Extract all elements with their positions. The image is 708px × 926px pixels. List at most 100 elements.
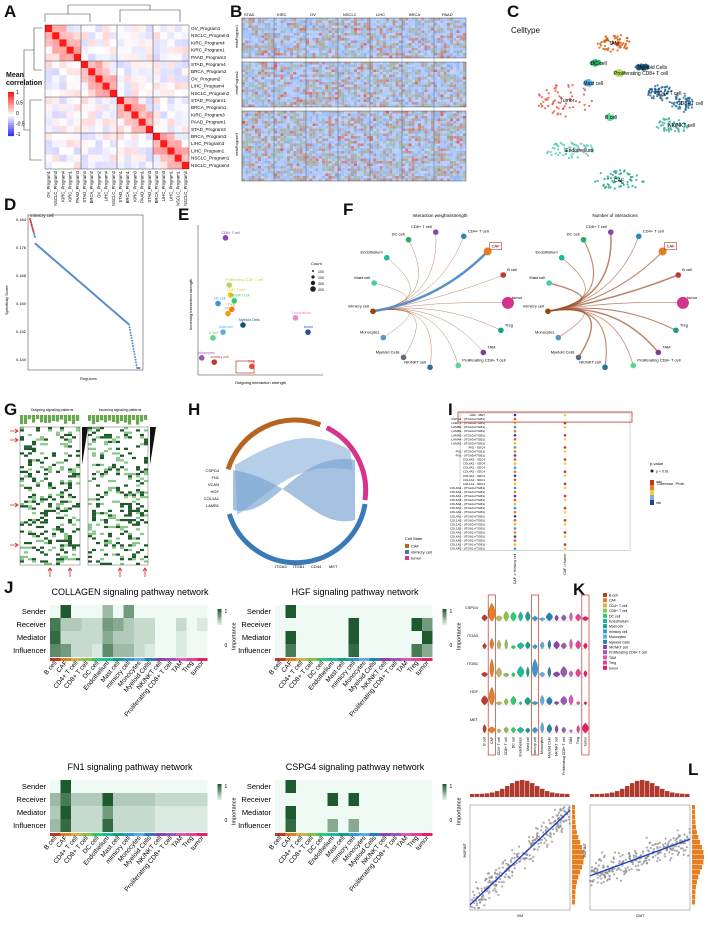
heatmap-b-cell xyxy=(280,128,284,131)
heatmap-b-cell xyxy=(296,35,300,38)
heatmap-b-cell xyxy=(437,111,441,114)
heatmap-b-cell xyxy=(322,156,326,159)
heatmap-b-cell xyxy=(421,50,425,53)
heatmap-b-cell xyxy=(437,25,441,28)
heatmap-b-cell xyxy=(430,82,434,85)
heatmap-a-cell xyxy=(73,89,81,97)
heatmap-b-cell xyxy=(344,168,348,171)
heatmap-b-cell xyxy=(395,89,399,92)
heatmap-b-cell xyxy=(379,97,383,100)
heatmap-b-cell xyxy=(315,143,319,146)
heatmap-b-cell xyxy=(261,20,265,23)
heatmap-b-cell xyxy=(331,151,335,154)
heatmap-b-cell xyxy=(290,84,294,87)
heatmap-a-cell xyxy=(81,53,89,61)
heatmap-b-cell xyxy=(258,173,262,176)
heatmap-b-cell xyxy=(258,53,262,56)
heatmap-b-cell xyxy=(312,92,316,95)
heatmap-b-cell xyxy=(408,72,412,75)
heatmap-b-cell xyxy=(325,116,329,119)
heatmap-b-cell xyxy=(312,43,316,46)
heatmap-b-cell xyxy=(363,30,367,33)
heatmap-b-cell xyxy=(456,148,460,151)
heatmap-b-cell xyxy=(251,94,255,97)
heatmap-b-cell xyxy=(341,77,345,80)
heatmap-b-cell xyxy=(382,79,386,82)
heatmap-b-cell xyxy=(360,55,364,58)
heatmap-b-cell xyxy=(411,141,415,144)
heatmap-b-cell xyxy=(312,148,316,151)
heatmap-b-cell xyxy=(408,40,412,43)
heatmap-a-cell xyxy=(160,25,168,33)
heatmap-b-cell xyxy=(270,43,274,46)
umap-point xyxy=(595,62,599,65)
heatmap-b-cell xyxy=(398,136,402,139)
heatmap-b-cell xyxy=(453,118,457,121)
heatmap-b-cell xyxy=(290,111,294,114)
heatmap-b-cell xyxy=(338,161,342,164)
heatmap-a-cell xyxy=(59,75,67,83)
heatmap-b-cell xyxy=(424,102,428,105)
heatmap-b-cell xyxy=(274,33,278,36)
heatmap-b-cell xyxy=(427,53,431,56)
heatmap-b-cell xyxy=(280,28,284,31)
heatmap-b-cell xyxy=(328,72,332,75)
heatmap-b-cell xyxy=(446,99,450,102)
heatmap-b-cell xyxy=(251,158,255,161)
heatmap-b-cell xyxy=(459,176,463,179)
heatmap-b-cell xyxy=(334,40,338,43)
heatmap-b-cell xyxy=(283,126,287,129)
heatmap-b-cell xyxy=(421,33,425,36)
heatmap-b-cell xyxy=(290,158,294,161)
heatmap-b-cell xyxy=(267,121,271,124)
heatmap-b-cell xyxy=(405,123,409,126)
heatmap-b-cell xyxy=(456,99,460,102)
heatmap-b-cell xyxy=(309,121,313,124)
heatmap-b-cell xyxy=(318,168,322,171)
heatmap-b-cell xyxy=(306,64,310,67)
heatmap-b-cell xyxy=(296,84,300,87)
heatmap-b-cell xyxy=(328,97,332,100)
heatmap-b-cell xyxy=(245,40,249,43)
heatmap-b-cell xyxy=(437,146,441,149)
heatmap-b-cell xyxy=(360,123,364,126)
heatmap-b-cell xyxy=(309,77,313,80)
heatmap-b-cell xyxy=(318,163,322,166)
heatmap-b-cell xyxy=(341,74,345,77)
heatmap-b-cell xyxy=(424,64,428,67)
heatmap-b-cell xyxy=(360,178,364,181)
heatmap-a-cell xyxy=(138,97,146,105)
heatmap-b-cell xyxy=(309,92,313,95)
heatmap-b-cell xyxy=(421,99,425,102)
heatmap-a-cell xyxy=(145,118,153,126)
heatmap-b-cell xyxy=(347,176,351,179)
heatmap-b-cell xyxy=(341,118,345,121)
heatmap-a-cell xyxy=(95,147,103,155)
heatmap-b-cell xyxy=(360,128,364,131)
heatmap-b-cell xyxy=(408,62,412,65)
heatmap-b-cell xyxy=(334,141,338,144)
heatmap-b-cell xyxy=(376,89,380,92)
heatmap-b-cell xyxy=(286,28,290,31)
heatmap-b-cell xyxy=(309,23,313,26)
heatmap-b-cell xyxy=(434,111,438,114)
heatmap-b-cell xyxy=(408,113,412,116)
heatmap-b-cell xyxy=(242,72,246,75)
heatmap-b-cell xyxy=(286,48,290,51)
heatmap-b-cell xyxy=(382,123,386,126)
heatmap-b-cell xyxy=(437,126,441,129)
heatmap-b-cell xyxy=(456,146,460,149)
heatmap-b-cell xyxy=(360,166,364,169)
heatmap-b-cell xyxy=(459,118,463,121)
heatmap-b-cell xyxy=(280,102,284,105)
heatmap-b-cell xyxy=(443,121,447,124)
heatmap-b-cell xyxy=(280,173,284,176)
heatmap-b-cell xyxy=(283,25,287,28)
heatmap-b-cell xyxy=(325,168,329,171)
heatmap-b-cell xyxy=(302,43,306,46)
heatmap-b-cell xyxy=(299,178,303,181)
heatmap-b-cell xyxy=(434,141,438,144)
heatmap-b-cell xyxy=(283,178,287,181)
heatmap-b-cell xyxy=(398,30,402,33)
heatmap-b-cell xyxy=(283,158,287,161)
